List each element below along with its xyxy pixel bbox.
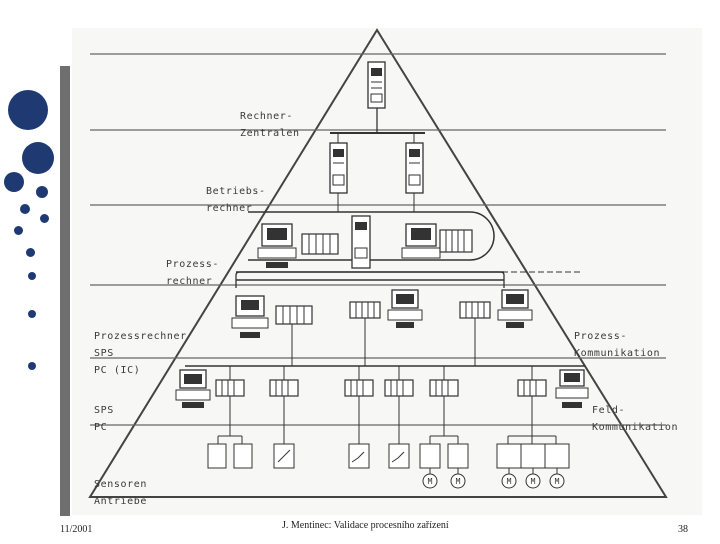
motor-icon: M (555, 477, 560, 486)
decor-dot (14, 226, 23, 235)
level-label-process-communication: Prozess-Kommunikation (574, 331, 661, 359)
motor-icon: M (531, 477, 536, 486)
decor-dot (8, 90, 48, 130)
server-icon (405, 142, 424, 194)
rack-icon (344, 379, 374, 397)
rack-icon (517, 379, 547, 397)
rack-icon (349, 301, 381, 319)
decor-dot (4, 172, 24, 192)
workstation-icon (231, 295, 269, 338)
pyramid-outline (88, 28, 668, 498)
level-label-central-computers: Rechner-Zentralen (240, 111, 300, 139)
motor-icon: M (507, 477, 512, 486)
rack-icon (439, 229, 473, 253)
rack-icon (301, 233, 339, 255)
decor-dot (40, 214, 49, 223)
rack-icon (429, 379, 459, 397)
level-label-field-communication: Feld-Kommunikation (592, 405, 679, 433)
workstation-icon (401, 223, 441, 259)
footer-page-number: 38 (678, 524, 688, 535)
level-separators (90, 53, 666, 426)
server-icon (351, 215, 371, 269)
left-accent-bar (60, 66, 70, 516)
footer-title: J. Mentinec: Validace procesního zařízen… (282, 520, 449, 531)
motor-icon: M (428, 477, 433, 486)
rack-icon (269, 379, 299, 397)
workstation-icon (555, 369, 589, 408)
actuator-group (273, 396, 295, 469)
workstation-icon (387, 289, 423, 328)
server-icon (329, 142, 348, 194)
workstation-icon (175, 369, 211, 408)
decor-dot (20, 204, 30, 214)
rack-icon (459, 301, 491, 319)
rack-icon (275, 305, 313, 325)
motor-labels: M M M M M (428, 477, 560, 486)
mainframe-icon (367, 61, 386, 109)
decor-dot (36, 186, 48, 198)
decor-dot (28, 310, 36, 318)
decor-dot (22, 142, 54, 174)
level-label-operations-computers: Betriebs-rechner (206, 186, 266, 214)
sensor-group (348, 396, 410, 469)
rack-icon (215, 379, 245, 397)
motor-group (419, 396, 469, 489)
workstation-icon (257, 223, 297, 268)
motor-group (496, 396, 570, 489)
sensor-group (207, 396, 253, 469)
motor-icon: M (456, 477, 461, 486)
decor-dot (28, 272, 36, 280)
ring-bus (248, 211, 495, 261)
decor-dot (28, 362, 36, 370)
decor-dot (26, 248, 35, 257)
workstation-icon (497, 289, 533, 328)
footer-date: 11/2001 (60, 524, 93, 535)
level-label-process-computers: Prozess-rechner (166, 259, 219, 287)
rack-icon (384, 379, 414, 397)
